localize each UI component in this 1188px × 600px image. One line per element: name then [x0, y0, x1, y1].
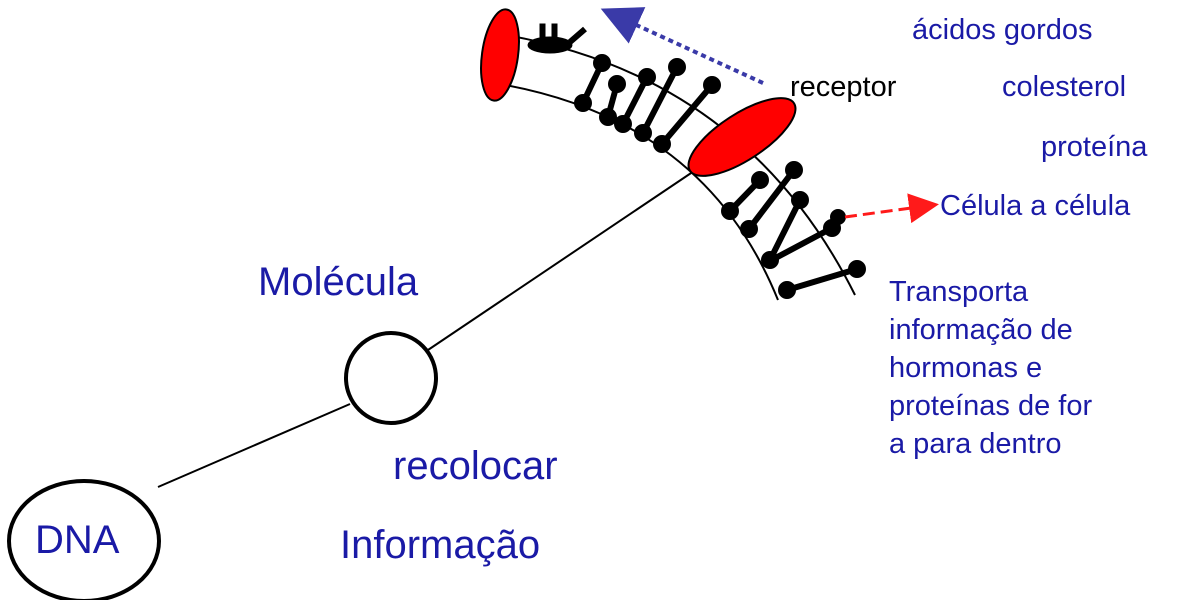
label-colesterol: colesterol [1002, 73, 1126, 102]
label-acidos-gordos: ácidos gordos [912, 16, 1093, 45]
connector-line-dna-molecule [158, 404, 350, 487]
connector-line-molecule-receptor [425, 163, 706, 352]
transport-line-3: hormonas e [889, 349, 1188, 387]
transport-line-4: proteínas de for [889, 387, 1188, 425]
transport-line-1: Transporta [889, 273, 1188, 311]
label-molecula: Molécula [258, 262, 418, 302]
label-dna: DNA [35, 520, 119, 560]
lipid-bilayer-lower [724, 164, 863, 296]
label-celula-a-celula: Célula a célula [940, 192, 1130, 221]
label-informacao: Informação [340, 525, 540, 565]
lipid-bilayer-upper [577, 57, 718, 150]
protein-cap-shape [528, 24, 585, 53]
label-proteina: proteína [1041, 133, 1147, 162]
transport-description: Transporta informação de hormonas e prot… [889, 273, 1188, 463]
transport-line-2: informação de [889, 311, 1188, 349]
red-dashed-arrow [845, 205, 933, 217]
label-recolocar: recolocar [393, 446, 558, 486]
transport-line-5: a para dentro [889, 425, 1188, 463]
red-oval-top [476, 7, 524, 103]
label-receptor: receptor [790, 73, 896, 102]
molecule-circle [346, 333, 436, 423]
